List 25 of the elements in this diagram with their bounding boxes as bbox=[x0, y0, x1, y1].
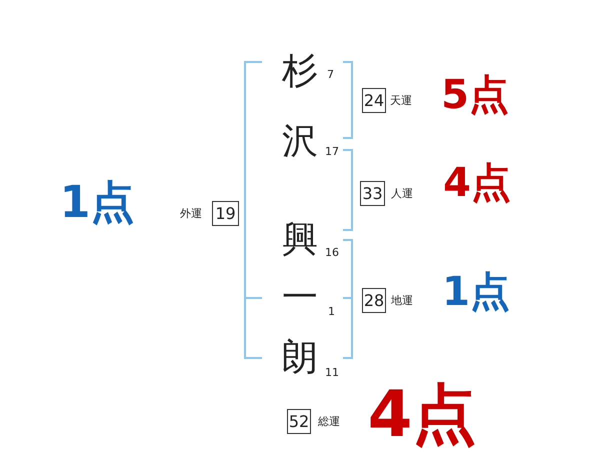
number-box: 52 bbox=[287, 409, 311, 434]
fortune-category-label: 人運 bbox=[391, 188, 413, 199]
name-character: 興 bbox=[282, 222, 318, 258]
fortune-category-label: 外運 bbox=[180, 208, 202, 219]
score-text: 1点 bbox=[442, 272, 510, 312]
stroke-count: 11 bbox=[325, 367, 339, 378]
name-character: 杉 bbox=[282, 54, 318, 90]
fortune-category-label: 総運 bbox=[318, 416, 340, 427]
number-box: 33 bbox=[360, 181, 385, 206]
score-text: 4点 bbox=[368, 383, 476, 447]
number-box: 24 bbox=[362, 88, 386, 113]
number-box: 28 bbox=[362, 288, 386, 313]
stroke-count: 7 bbox=[327, 69, 334, 80]
score-text: 5点 bbox=[441, 75, 509, 115]
score-text: 4点 bbox=[443, 163, 511, 203]
fortune-category-label: 地運 bbox=[391, 295, 413, 306]
stroke-count: 17 bbox=[325, 146, 339, 157]
fortune-category-label: 天運 bbox=[390, 95, 412, 106]
name-character: 朗 bbox=[282, 340, 318, 376]
name-character: 一 bbox=[282, 280, 318, 316]
stroke-count: 1 bbox=[328, 306, 335, 317]
stroke-count: 16 bbox=[325, 247, 339, 258]
number-box: 19 bbox=[212, 201, 239, 226]
name-character: 沢 bbox=[282, 124, 318, 160]
score-text: 1点 bbox=[60, 181, 134, 225]
